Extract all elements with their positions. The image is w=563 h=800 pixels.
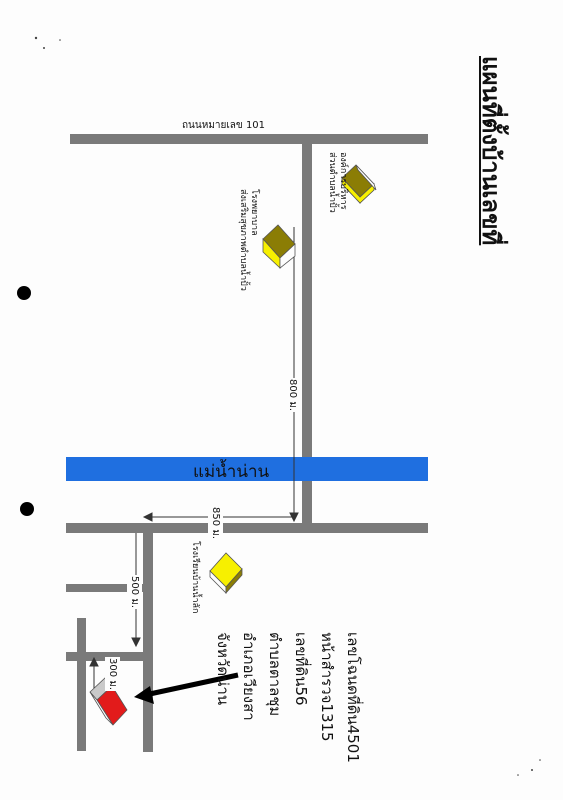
office-label-line-1: องค์การบริหาร [338,152,348,210]
binder-hole-bottom [20,502,34,516]
hospital-label-line-1: โรงพยาบาล [249,189,259,236]
distance-label-300: 300 ม. [105,657,120,692]
secondary-road-vertical [143,523,153,752]
deed-info-block: เลขโฉนดที่ดิน4501 หน้าสำรวจ1315 เลขที่ดิ… [210,632,366,763]
office-label-line-2: ส่วนตำบลน้ำปั้ว [327,152,337,213]
survey-page: หน้าสำรวจ1315 [318,632,336,742]
hospital-label: โรงพยาบาล ส่งเสริมสุขภาพตำบลน้ำปั้ว [237,189,259,291]
hospital-label-line-2: ส่งเสริมสุขภาพตำบลน้ำปั้ว [238,189,248,291]
district: อำเภอเวียงสา [240,632,258,721]
side-road-short [66,584,144,592]
province: จังหวัดน่าน [214,632,232,706]
target-pointer-arrow [134,672,239,704]
river-label: แม่น้ำน่าน [193,462,270,482]
scan-specks [34,36,541,776]
distance-label-850: 850 ม. [208,506,223,541]
map-title: แผนที่ตั้งบ้านเลขที่ [477,56,505,246]
school-label: โรงเรียนบ้านน้ำลัก [190,541,200,614]
river [66,457,428,481]
lane-road-horizontal [66,652,153,661]
deed-number: เลขโฉนดที่ดิน4501 [344,632,362,763]
highway-101-road [70,134,428,144]
binder-hole-top [17,286,31,300]
lane-road-vertical [77,618,86,751]
main-road-vertical [302,134,312,532]
office-label: องค์การบริหาร ส่วนตำบลน้ำปั้ว [326,152,348,213]
distance-label-800: 800 ม. [285,378,300,413]
school-building-icon [209,552,243,595]
highway-label: ถนนหมายเลข 101 [182,120,266,131]
subdistrict: ตำบลตาลชุม [266,632,284,717]
distance-label-500: 500 ม. [127,575,142,610]
hospital-building-icon [262,224,296,269]
lower-road-horizontal [66,523,428,533]
office-building-icon [341,164,377,205]
land-number: เลขที่ดิน56 [292,632,310,706]
